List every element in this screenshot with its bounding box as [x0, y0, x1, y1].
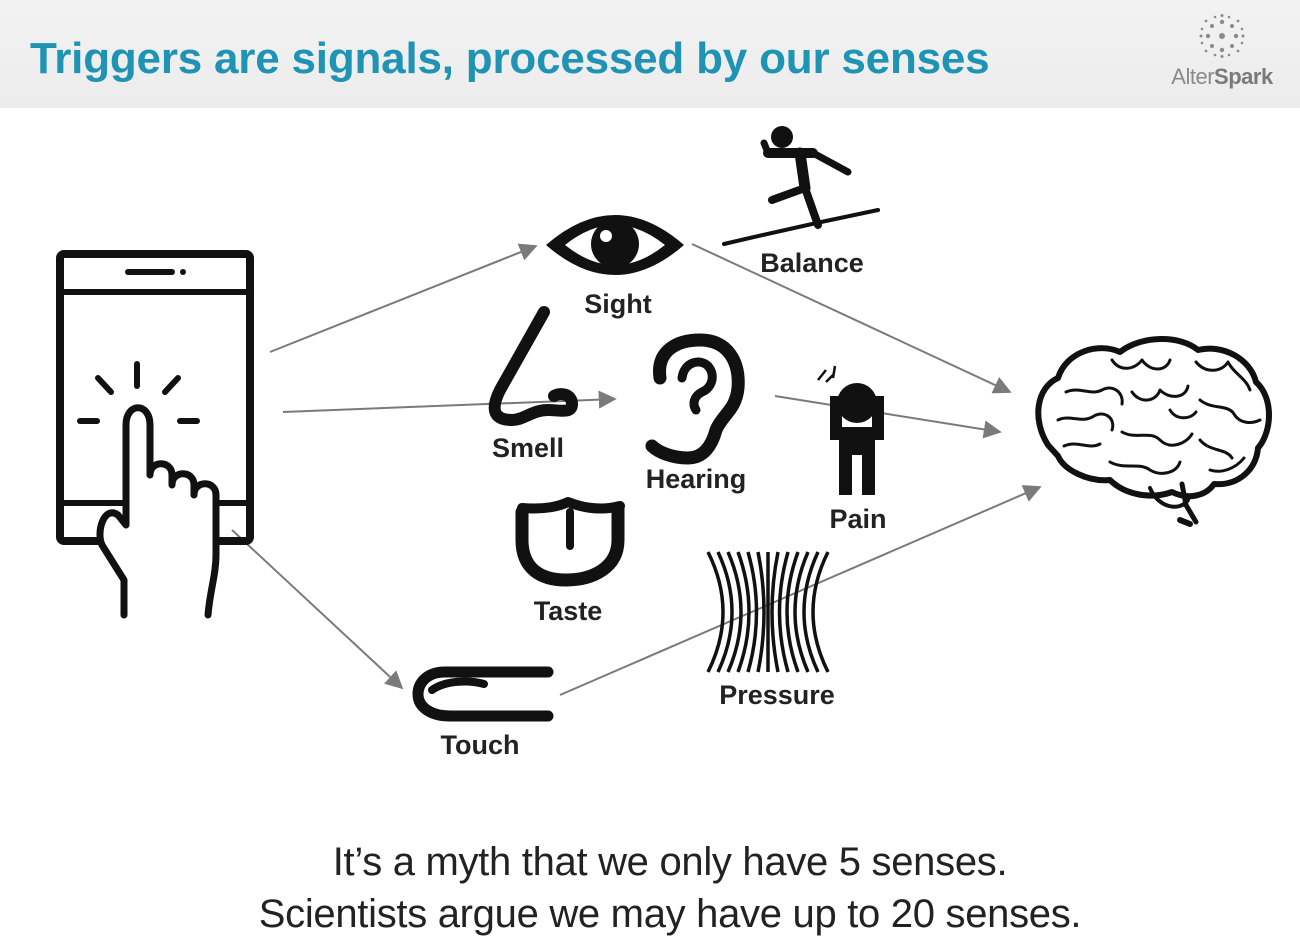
arrow-sight-to-brain [691, 243, 1012, 394]
connector-arrows [231, 243, 1042, 696]
label-balance: Balance [760, 248, 864, 278]
arrow-phone-to-sight [269, 243, 538, 353]
page-title: Triggers are signals, processed by our s… [30, 34, 990, 83]
logo-dots-icon [1199, 14, 1245, 58]
label-sight: Sight [584, 289, 652, 319]
arrow-touch-to-brain [559, 485, 1042, 696]
finger-touch-icon [412, 666, 554, 722]
label-hearing: Hearing [646, 464, 747, 494]
footer-line-1: It’s a myth that we only have 5 senses. [332, 840, 1008, 884]
label-smell: Smell [492, 433, 564, 463]
ear-icon [645, 333, 745, 465]
balance-person-icon [722, 126, 880, 246]
eye-icon [546, 215, 684, 275]
pain-person-icon [817, 365, 884, 495]
arrow-phone-to-touch [231, 529, 404, 690]
label-taste: Taste [534, 596, 603, 626]
nose-icon [488, 306, 578, 426]
label-touch: Touch [441, 730, 520, 760]
tongue-icon [515, 497, 625, 587]
arrow-hearing-to-brain [774, 395, 1002, 439]
label-pain: Pain [829, 504, 886, 534]
phone-tap-icon [56, 250, 254, 619]
footer-note: It’s a myth that we only have 5 senses. … [0, 836, 1300, 940]
arrow-phone-to-hearing [282, 390, 617, 413]
logo-wordmark: AlterSpark [1171, 64, 1273, 89]
logo: AlterSpark [1160, 14, 1284, 98]
brain-icon [1035, 336, 1272, 527]
pressure-waves-icon [706, 551, 830, 673]
footer-line-2: Scientists argue we may have up to 20 se… [258, 892, 1082, 936]
header-bar: Triggers are signals, processed by our s… [0, 0, 1300, 108]
label-pressure: Pressure [719, 680, 835, 710]
